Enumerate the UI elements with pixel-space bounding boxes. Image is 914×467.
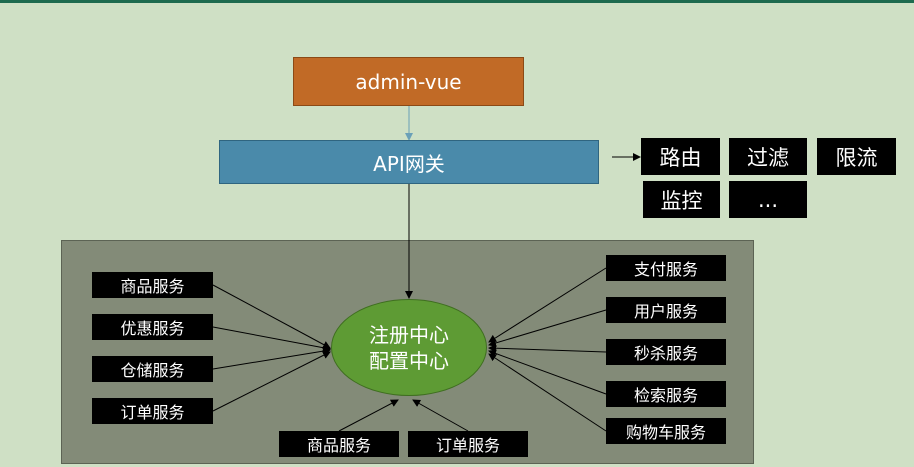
right-service-2-label: 用户服务: [633, 302, 698, 321]
feature-monitoring: 监控: [643, 181, 720, 218]
api-gateway-box: API网关: [219, 140, 599, 184]
feature-more-label: ...: [757, 187, 779, 212]
registry-label: 注册中心: [369, 322, 449, 347]
arrow-right-service-4: [488, 349, 607, 395]
arrow-bottom-service-2: [412, 399, 469, 432]
right-service-5-label: 购物车服务: [625, 423, 706, 442]
left-service-3: 仓储服务: [92, 356, 213, 382]
feature-rate-limit-label: 限流: [835, 145, 878, 170]
left-service-1: 商品服务: [92, 272, 213, 298]
feature-monitoring-label: 监控: [660, 188, 703, 213]
right-service-1-label: 支付服务: [633, 260, 698, 279]
feature-routing-label: 路由: [659, 145, 702, 170]
api-gateway-label: API网关: [373, 151, 445, 176]
left-service-1-label: 商品服务: [120, 277, 185, 296]
admin-vue-box: admin-vue: [293, 57, 524, 106]
left-service-4-label: 订单服务: [120, 403, 185, 422]
feature-rate-limit: 限流: [817, 138, 896, 175]
bottom-service-1-label: 商品服务: [306, 436, 371, 455]
bottom-service-2-label: 订单服务: [435, 436, 500, 455]
arrow-left-service-2: [212, 326, 331, 352]
right-service-2: 用户服务: [606, 297, 726, 323]
registry-config-center: 注册中心 配置中心: [331, 299, 487, 396]
right-service-5: 购物车服务: [606, 418, 726, 444]
bottom-service-2: 订单服务: [408, 431, 528, 457]
left-service-4: 订单服务: [92, 398, 213, 424]
arrow-left-service-1: [212, 284, 331, 349]
feature-more: ...: [729, 181, 807, 218]
right-service-3-label: 秒杀服务: [633, 344, 698, 363]
left-service-3-label: 仓储服务: [120, 361, 185, 380]
admin-vue-label: admin-vue: [355, 69, 462, 94]
arrow-right-service-1: [488, 267, 607, 343]
right-service-4: 检索服务: [606, 381, 726, 407]
feature-filter: 过滤: [729, 138, 807, 175]
right-service-3: 秒杀服务: [606, 339, 726, 365]
arrow-right-service-3: [488, 344, 607, 353]
arrow-right-service-5: [488, 353, 607, 432]
config-label: 配置中心: [369, 348, 449, 373]
arrow-left-service-4: [212, 351, 331, 412]
feature-filter-label: 过滤: [747, 145, 789, 170]
top-border: [0, 0, 914, 3]
feature-routing: 路由: [641, 138, 720, 175]
right-service-4-label: 检索服务: [633, 386, 698, 405]
bottom-service-1: 商品服务: [279, 431, 399, 457]
arrow-left-service-3: [212, 347, 331, 370]
arrow-right-service-2: [488, 309, 607, 347]
left-service-2-label: 优惠服务: [120, 319, 185, 338]
right-service-1: 支付服务: [606, 255, 726, 281]
left-service-2: 优惠服务: [92, 314, 213, 340]
arrow-bottom-service-1: [338, 399, 399, 432]
